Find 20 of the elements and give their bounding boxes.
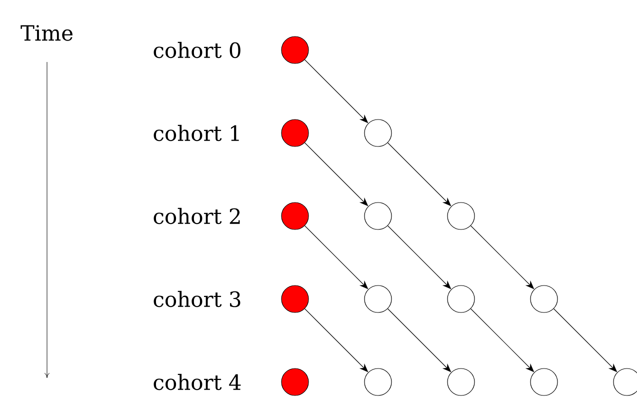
cohort-circle bbox=[281, 119, 309, 147]
state-circle bbox=[364, 368, 392, 396]
state-circle bbox=[530, 285, 558, 313]
state-circle bbox=[447, 285, 475, 313]
cohort-circle bbox=[281, 36, 309, 64]
state-circle bbox=[364, 202, 392, 230]
state-circle bbox=[447, 368, 475, 396]
cohort-circle bbox=[281, 368, 309, 396]
state-circle bbox=[530, 368, 558, 396]
cohort-circle bbox=[281, 202, 309, 230]
cohort-label: cohort 4 bbox=[154, 374, 241, 390]
cohort-label: cohort 1 bbox=[154, 124, 239, 142]
cohort-circle bbox=[281, 285, 309, 313]
state-circle bbox=[447, 202, 475, 230]
cohort-label: cohort 3 bbox=[154, 290, 240, 308]
state-circle bbox=[364, 119, 392, 147]
cohort-label: cohort 0 bbox=[154, 42, 240, 58]
cohort-label: cohort 2 bbox=[154, 208, 240, 224]
state-circle bbox=[364, 285, 392, 313]
axis-label: Time bbox=[20, 25, 72, 41]
